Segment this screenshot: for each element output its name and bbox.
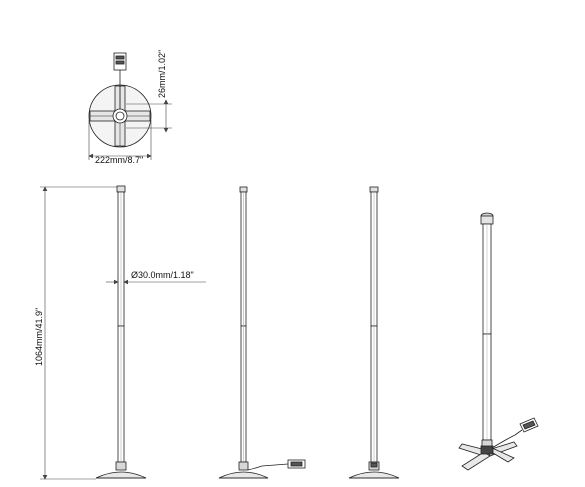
dim-label-total-height: 1064mm/41.9" — [34, 308, 44, 366]
dim-label-base-diameter: 222mm/8.7" — [95, 155, 143, 165]
dim-base-height — [126, 99, 172, 133]
dim-total-height — [40, 186, 117, 480]
foot-front — [461, 451, 491, 471]
side-view-cable — [218, 186, 306, 479]
dim-label-base-height: 26mm/1.02" — [157, 50, 167, 98]
base-foot — [348, 471, 400, 479]
tube-collar — [115, 461, 127, 471]
base-foot — [95, 471, 147, 479]
dim-base-diameter — [88, 120, 152, 160]
cable — [491, 429, 523, 449]
base-foot — [218, 471, 269, 479]
top-view — [88, 52, 152, 148]
dim-label-tube-diameter: Ø30.0mm/1.18" — [131, 270, 194, 280]
dim-tube-diameter — [106, 279, 206, 285]
side-view-back — [348, 186, 400, 479]
tube-cap — [116, 185, 126, 193]
cable — [247, 463, 289, 471]
perspective-view — [458, 212, 539, 471]
front-view — [95, 185, 147, 479]
